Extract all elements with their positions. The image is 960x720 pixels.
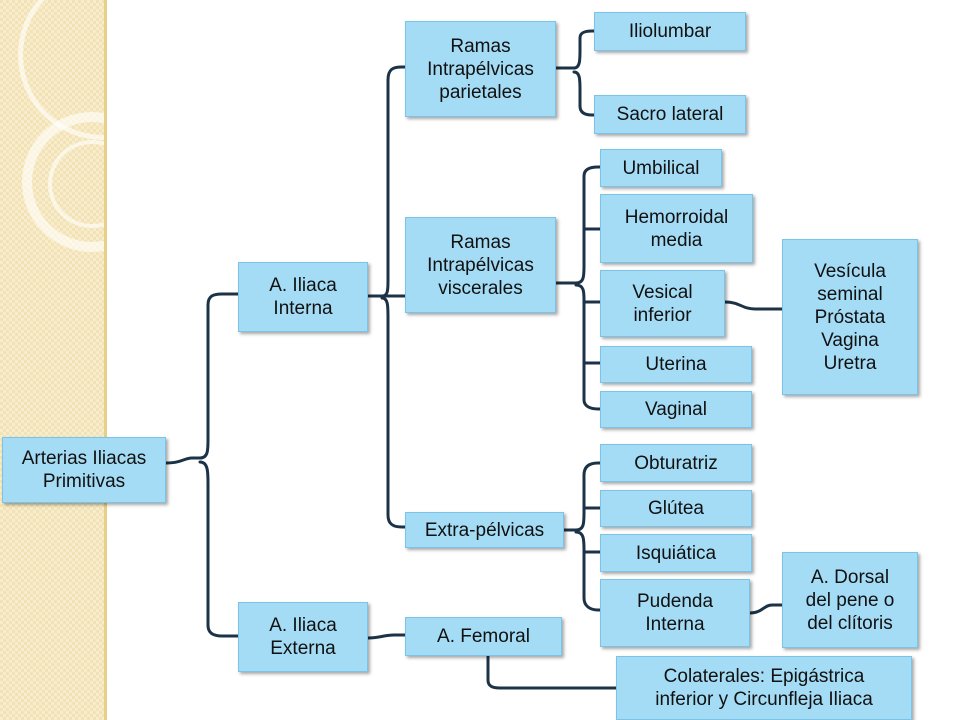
node-arterias-iliacas-primitivas: Arterias Iliacas Primitivas <box>2 437 166 503</box>
node-ramas-parietales: Ramas Intrapélvicas parietales <box>405 21 556 117</box>
strip-edge <box>104 0 107 720</box>
node-iliolumbar: Iliolumbar <box>594 12 746 51</box>
connector-primitivas <box>164 292 240 638</box>
node-glutea: Glútea <box>600 490 752 527</box>
node-iliaca-externa: A. Iliaca Externa <box>238 602 368 672</box>
node-isquiatica: Isquiática <box>600 534 752 572</box>
node-iliaca-interna: A. Iliaca Interna <box>238 262 368 332</box>
connector-parietales <box>554 29 596 117</box>
node-obturatriz: Obturatriz <box>600 444 752 482</box>
node-pudenda-interna: Pudenda Interna <box>600 579 750 647</box>
connector-vesical <box>723 300 784 311</box>
node-femoral: A. Femoral <box>405 617 562 656</box>
connector-extrapelvicas <box>562 461 602 612</box>
node-vesicula-prostata: Vesícula seminal Próstata Vagina Uretra <box>782 239 918 395</box>
connector-viscerales <box>554 165 602 411</box>
node-vaginal: Vaginal <box>600 391 752 428</box>
node-umbilical: Umbilical <box>600 149 722 187</box>
connector-femoral <box>486 654 618 690</box>
node-uterina: Uterina <box>600 346 752 383</box>
node-colaterales: Colaterales: Epigástrica inferior y Circ… <box>616 656 912 720</box>
connector-externa <box>366 633 407 640</box>
decorative-left-strip <box>0 0 106 720</box>
node-vesical-inferior: Vesical inferior <box>600 270 725 337</box>
connector-pudenda <box>748 603 784 615</box>
node-extra-pelvicas: Extra-pélvicas <box>405 512 564 548</box>
connector-interna <box>366 65 407 529</box>
node-hemorroidal-media: Hemorroidal media <box>600 194 753 263</box>
node-dorsal-pene: A. Dorsal del pene o del clítoris <box>782 552 918 648</box>
node-ramas-viscerales: Ramas Intrapélvicas viscerales <box>405 217 556 313</box>
node-sacro-lateral: Sacro lateral <box>594 95 746 134</box>
